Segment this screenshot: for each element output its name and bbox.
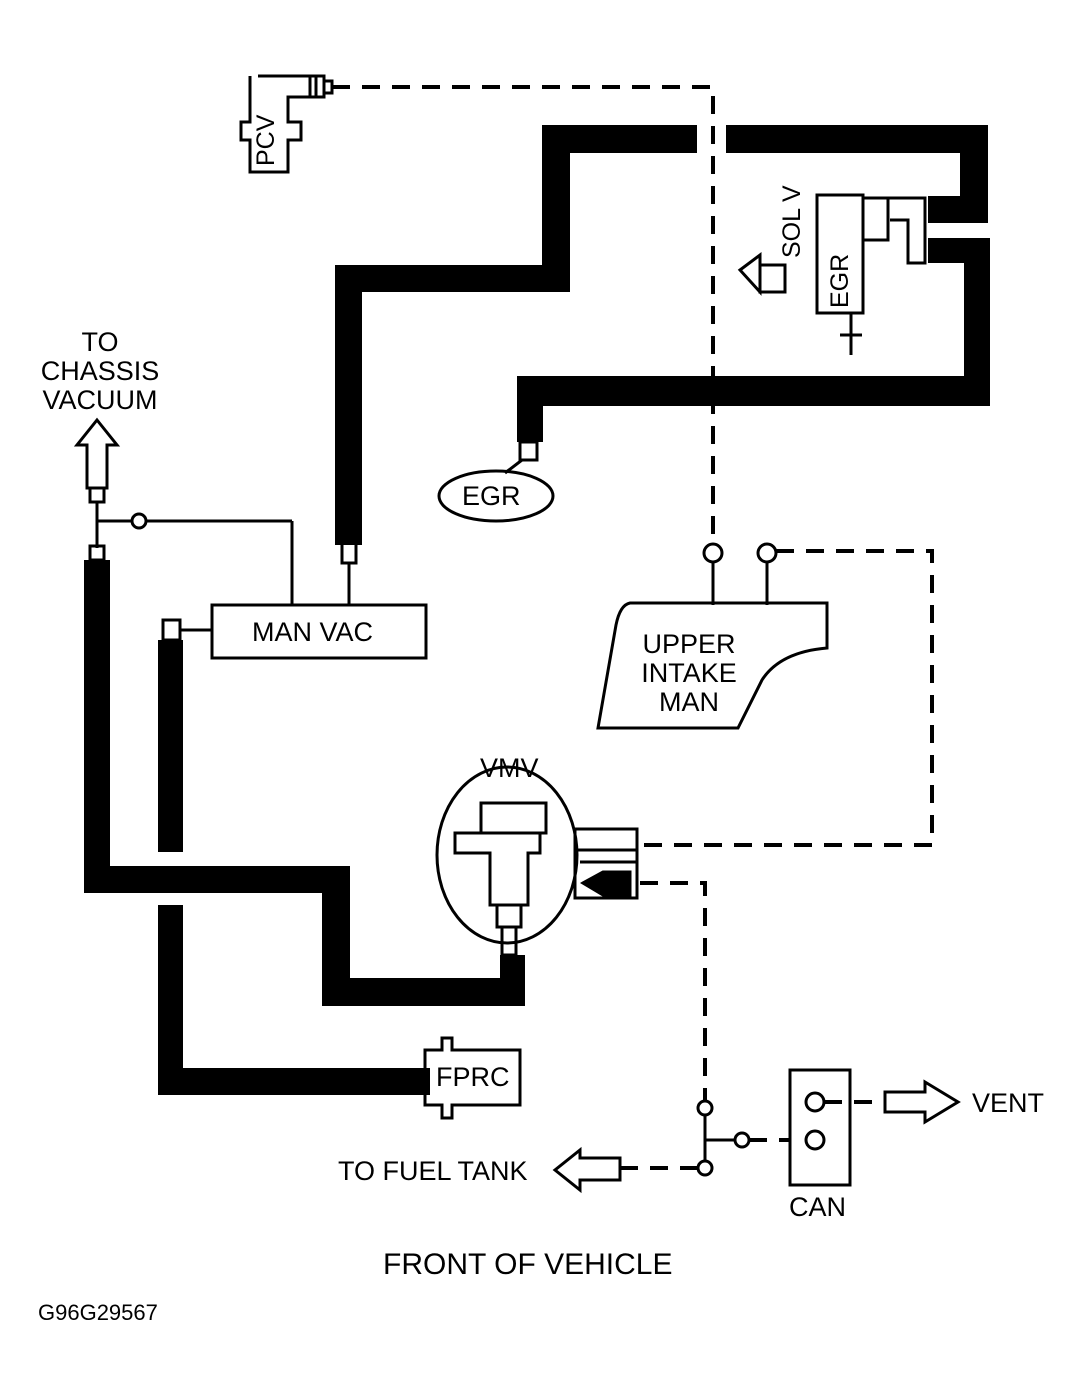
hose-segment: [84, 866, 350, 893]
port-icon: [756, 542, 778, 564]
hose-segment: [517, 376, 543, 442]
chassis-vacuum-arrow-icon: [73, 417, 121, 490]
vmv-label: VMV: [480, 753, 539, 783]
nipple: [88, 544, 106, 562]
hose-segment: [158, 640, 183, 852]
label-line: UPPER: [642, 629, 736, 659]
to-fuel-tank-label: TO FUEL TANK: [338, 1156, 528, 1186]
label-line: INTAKE: [641, 658, 737, 688]
chassis-vacuum-label: TO CHASSIS VACUUM: [20, 328, 180, 415]
canister-box: [788, 1068, 852, 1187]
fuel-tank-arrow-icon: [552, 1146, 622, 1194]
pcv-label: PCV: [252, 114, 280, 166]
nipple: [340, 541, 358, 565]
dashed-lines: [332, 85, 934, 1170]
hose-segment: [158, 1068, 430, 1095]
upper-intake-manifold-icon: [596, 601, 829, 730]
vacuum-hoses: [84, 125, 990, 1095]
tee-fitting-icon: [696, 1159, 714, 1177]
label-line: CHASSIS: [40, 356, 160, 386]
man-vac-label: MAN VAC: [252, 617, 374, 647]
pcv-valve-icon: [239, 74, 312, 174]
figure-id: G96G29567: [38, 1300, 158, 1325]
tee-fitting-icon: [130, 512, 148, 530]
hose-segment: [726, 125, 988, 153]
nipple: [88, 486, 106, 504]
vent-arrow-icon: [883, 1079, 961, 1125]
label-line: TO: [81, 327, 119, 357]
hose-segment: [158, 905, 183, 1095]
fprc-icon: [423, 1036, 522, 1120]
nipple: [518, 440, 539, 462]
nipple: [161, 618, 182, 642]
fprc-label: FPRC: [436, 1062, 510, 1092]
label-line: MAN: [659, 687, 719, 717]
upper-intake-man-label: UPPER INTAKE MAN: [609, 630, 769, 717]
egr-valve-label: EGR: [462, 481, 521, 511]
hose-segment: [84, 560, 110, 893]
port-icon: [804, 1129, 826, 1151]
hose-segment: [500, 955, 525, 1006]
label-line: VACUUM: [42, 385, 158, 415]
hose-segment: [517, 376, 990, 406]
port-icon: [804, 1091, 826, 1113]
thin-lines: [73, 74, 961, 1194]
flow-arrow-icon: [579, 870, 632, 897]
tee-fitting-icon: [733, 1131, 751, 1149]
sol-v-arrow-icon: [737, 252, 762, 296]
hose-segment: [928, 196, 988, 223]
vmv-valve-icon: [435, 765, 579, 945]
egr-solenoid-box: [815, 193, 865, 315]
front-of-vehicle-label: FRONT OF VEHICLE: [383, 1248, 673, 1281]
can-label: CAN: [789, 1192, 847, 1222]
sol-v-label: SOL V: [778, 185, 806, 258]
port-icon: [702, 542, 724, 564]
hose-segment: [322, 978, 525, 1006]
hose-segment: [542, 125, 697, 153]
egr-valve-icon: [437, 469, 555, 523]
egr-solenoid-label: EGR: [826, 253, 854, 308]
hose-segment: [335, 265, 570, 292]
vent-label: VENT: [972, 1088, 1045, 1118]
tee-fitting-icon: [696, 1099, 714, 1117]
hose-segment: [335, 265, 362, 545]
